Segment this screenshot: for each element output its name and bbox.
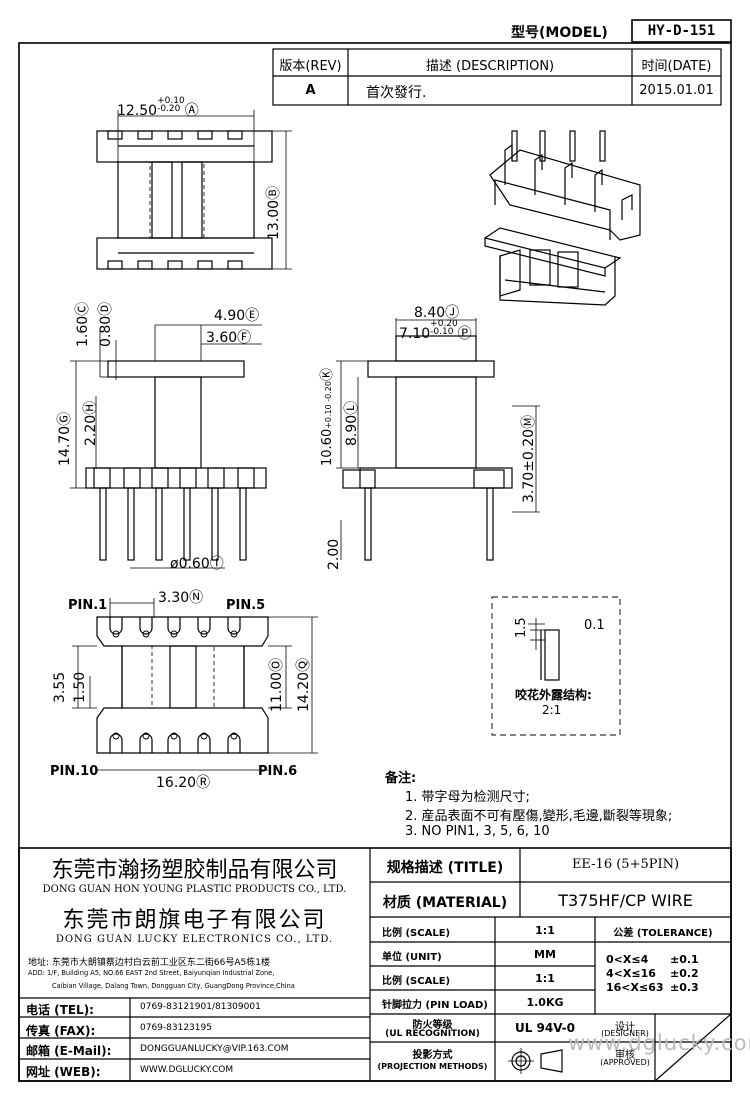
date-value: 2015.01.01 xyxy=(639,83,714,98)
watermark: www.dglucky.com xyxy=(568,1031,750,1055)
title-label: 规格描述 (TITLE) xyxy=(386,860,504,876)
tol-value: ±0.3 xyxy=(670,981,699,994)
web-value[interactable]: WWW.DGLUCKY.COM xyxy=(140,1065,234,1075)
description-value: 首次發行. xyxy=(366,85,427,101)
unit-value: MM xyxy=(534,948,556,961)
fax-label: 传真 (FAX): xyxy=(26,1024,96,1038)
pin-5-label: PIN.5 xyxy=(226,598,266,613)
company-name-cn-1: 东莞市瀚扬塑胶制品有限公司 xyxy=(51,858,338,883)
address-cn: 地址: 东莞市大朗镇蔡边村白云前工业区东二街66号A5栋1楼 xyxy=(28,958,270,968)
scale-label: 比例 (SCALE) xyxy=(382,928,451,939)
dim-8-40: 8.40Ⓙ xyxy=(414,305,460,321)
tel-label: 电话 (TEL): xyxy=(26,1003,94,1017)
bottom-view xyxy=(72,598,318,771)
pin-load-label: 针脚拉力 (PIN LOAD) xyxy=(382,1000,488,1011)
rev-value: A xyxy=(305,83,316,98)
dim-top-height: 13.00Ⓑ xyxy=(266,185,282,240)
approved-en: (APPROVED) xyxy=(600,1058,650,1067)
scale2-value: 1:1 xyxy=(535,972,555,985)
dim-3-70: 3.70±0.20Ⓜ xyxy=(521,414,537,503)
pin-load-value: 1.0KG xyxy=(526,996,564,1009)
detail-title: 咬花外露结构: xyxy=(515,688,592,702)
dim-16-20: 16.20Ⓡ xyxy=(156,775,211,791)
dim-1-60: 1.60Ⓒ xyxy=(75,301,91,347)
designer-cn: 设计 xyxy=(615,1022,635,1033)
title-value: EE-16 (5+5PIN) xyxy=(571,857,680,872)
projection-label-en: (PROJECTION METHODS) xyxy=(377,1062,488,1071)
scale2-label: 比例 (SCALE) xyxy=(382,976,451,987)
note-item: 3. NO PIN1, 3, 5, 6, 10 xyxy=(405,824,550,839)
detail-scale: 2:1 xyxy=(542,703,562,717)
ul-label-en: (UL RECOGNITION) xyxy=(385,1029,480,1039)
dim-8-90: 8.90Ⓛ xyxy=(344,400,360,446)
address-en-1: ADD: 1/F, Building A5, NO.66 EAST 2nd St… xyxy=(28,969,275,977)
tol-range: 0<X≤4 xyxy=(606,953,649,966)
company-name-en-2: DONG GUAN LUCKY ELECTRONICS CO., LTD. xyxy=(55,934,334,945)
detail-dim-1-5: 1.5 xyxy=(514,617,529,638)
detail-dim-0-1: 0.1 xyxy=(584,618,605,633)
ul-label-cn: 防火等级 xyxy=(412,1020,453,1031)
pin-10-label: PIN.10 xyxy=(50,764,99,779)
tolerance-label: 公差 (TOLERANCE) xyxy=(613,928,713,939)
top-view xyxy=(96,110,292,270)
address-en-2: Caibian Village, Dalang Town, Dongguan C… xyxy=(52,982,295,990)
dim-2-20: 2.20Ⓗ xyxy=(83,400,99,446)
dim-10-60: 10.60+0.10 -0.20Ⓚ xyxy=(320,368,335,466)
model-value: HY-D-151 xyxy=(647,23,716,39)
dim-14-70: 14.70Ⓖ xyxy=(57,411,73,466)
dim-14-20: 14.20Ⓠ xyxy=(296,657,312,712)
company-name-cn-2: 东莞市朗旗电子有限公司 xyxy=(62,908,327,933)
tol-range: 16<X≤63 xyxy=(606,981,664,994)
dim-3-55: 3.55 xyxy=(52,671,68,703)
ul-value: UL 94V-0 xyxy=(514,1021,575,1035)
title-block xyxy=(18,847,732,1082)
dim-3-30: 3.30Ⓝ xyxy=(158,590,204,606)
material-value: T375HF/CP WIRE xyxy=(558,891,693,910)
rev-header: 版本(REV) xyxy=(279,59,342,74)
pin-1-label: PIN.1 xyxy=(68,598,108,613)
note-item: 2. 産品表面不可有壓傷,變形,毛邊,斷裂等現象; xyxy=(405,809,673,824)
material-label: 材质 (MATERIAL) xyxy=(382,895,508,911)
dim-2-00: 2.00 xyxy=(326,538,342,570)
side-view xyxy=(336,318,540,561)
dim-0-60: ø0.60Ⓘ xyxy=(170,556,224,572)
pin-6-label: PIN.6 xyxy=(258,764,298,779)
unit-label: 单位 (UNIT) xyxy=(382,952,442,963)
notes-title: 备注: xyxy=(385,771,417,786)
web-label: 网址 (WEB): xyxy=(26,1065,101,1079)
email-value[interactable]: DONGGUANLUCKY@VIP.163.COM xyxy=(140,1044,289,1054)
detail-view xyxy=(491,596,621,736)
date-header: 时间(DATE) xyxy=(641,59,712,74)
projection-label-cn: 投影方式 xyxy=(412,1050,453,1061)
tol-range: 4<X≤16 xyxy=(606,967,656,980)
description-header: 描述 (DESCRIPTION) xyxy=(425,59,555,74)
fax-value: 0769-83123195 xyxy=(140,1023,212,1033)
dim-11-00: 11.00Ⓞ xyxy=(269,657,285,712)
designer-en: (DESIGNER) xyxy=(601,1029,649,1038)
dim-3-60: 3.60Ⓕ xyxy=(206,330,252,346)
company-name-en-1: DONG GUAN HON YOUNG PLASTIC PRODUCTS CO.… xyxy=(42,884,347,895)
tol-value: ±0.2 xyxy=(670,967,699,980)
approved-cn: 审核 xyxy=(615,1050,635,1061)
scale-value: 1:1 xyxy=(535,924,555,937)
note-item: 1. 带字母为检测尺寸; xyxy=(405,790,530,805)
dim-1-50: 1.50 xyxy=(72,671,88,703)
email-label: 邮箱 (E-Mail): xyxy=(26,1044,112,1058)
isometric-view xyxy=(483,130,641,306)
dim-4-90: 4.90Ⓔ xyxy=(214,308,260,324)
front-view xyxy=(70,324,267,569)
tol-value: ±0.1 xyxy=(670,953,699,966)
tel-value: 0769-83121901/81309001 xyxy=(140,1002,261,1012)
model-label: 型号(MODEL) xyxy=(511,25,608,41)
dim-0-80: 0.80Ⓓ xyxy=(98,301,114,347)
